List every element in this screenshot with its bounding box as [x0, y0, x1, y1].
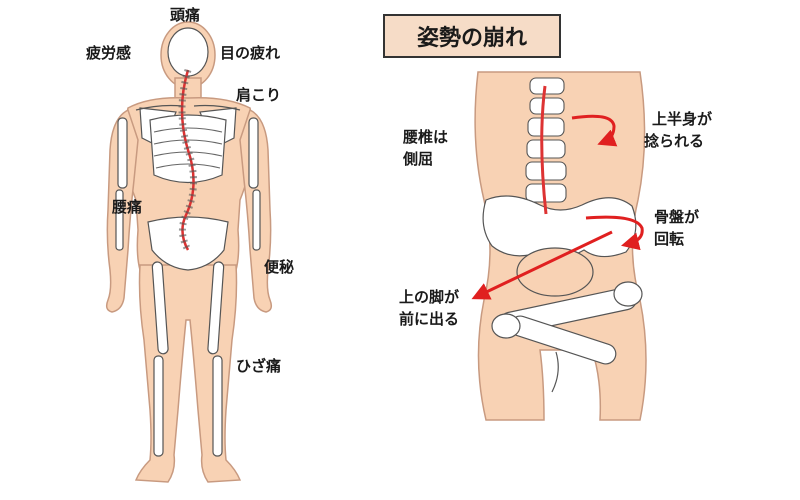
label-fatigue: 疲労感 — [86, 44, 132, 62]
label-leg-forward-2: 前に出る — [399, 310, 460, 328]
skull — [167, 27, 209, 77]
rotate-arrow-icon — [585, 215, 644, 251]
label-headache: 頭痛 — [170, 6, 201, 24]
crossed-femurs — [491, 281, 643, 393]
label-pelvis-rotate-2: 回転 — [654, 230, 685, 248]
label-upper-twist-1: 上半身が — [652, 110, 713, 128]
pelvis-side — [482, 195, 637, 297]
label-leg-forward-1: 上の脚が — [399, 288, 460, 306]
label-eye-strain: 目の疲れ — [220, 44, 281, 62]
twist-arrow-icon — [571, 114, 618, 147]
label-pelvis-rotate-1: 骨盤が — [654, 208, 700, 226]
lumbar-bend-line — [540, 85, 548, 215]
label-lumbar-bend-2: 側屈 — [403, 150, 434, 168]
panel-title: 姿勢の崩れ — [383, 14, 561, 58]
label-upper-twist-2: 捻られる — [644, 132, 705, 150]
label-constipation: 便秘 — [264, 258, 295, 276]
label-stiff-shoulders: 肩こり — [236, 86, 282, 104]
label-back-pain: 腰痛 — [112, 198, 143, 216]
label-lumbar-bend-1: 腰椎は — [403, 128, 449, 146]
forward-arrow-icon — [471, 230, 613, 300]
label-knee-pain: ひざ痛 — [236, 357, 282, 375]
lumbar-vertebrae — [525, 77, 567, 203]
